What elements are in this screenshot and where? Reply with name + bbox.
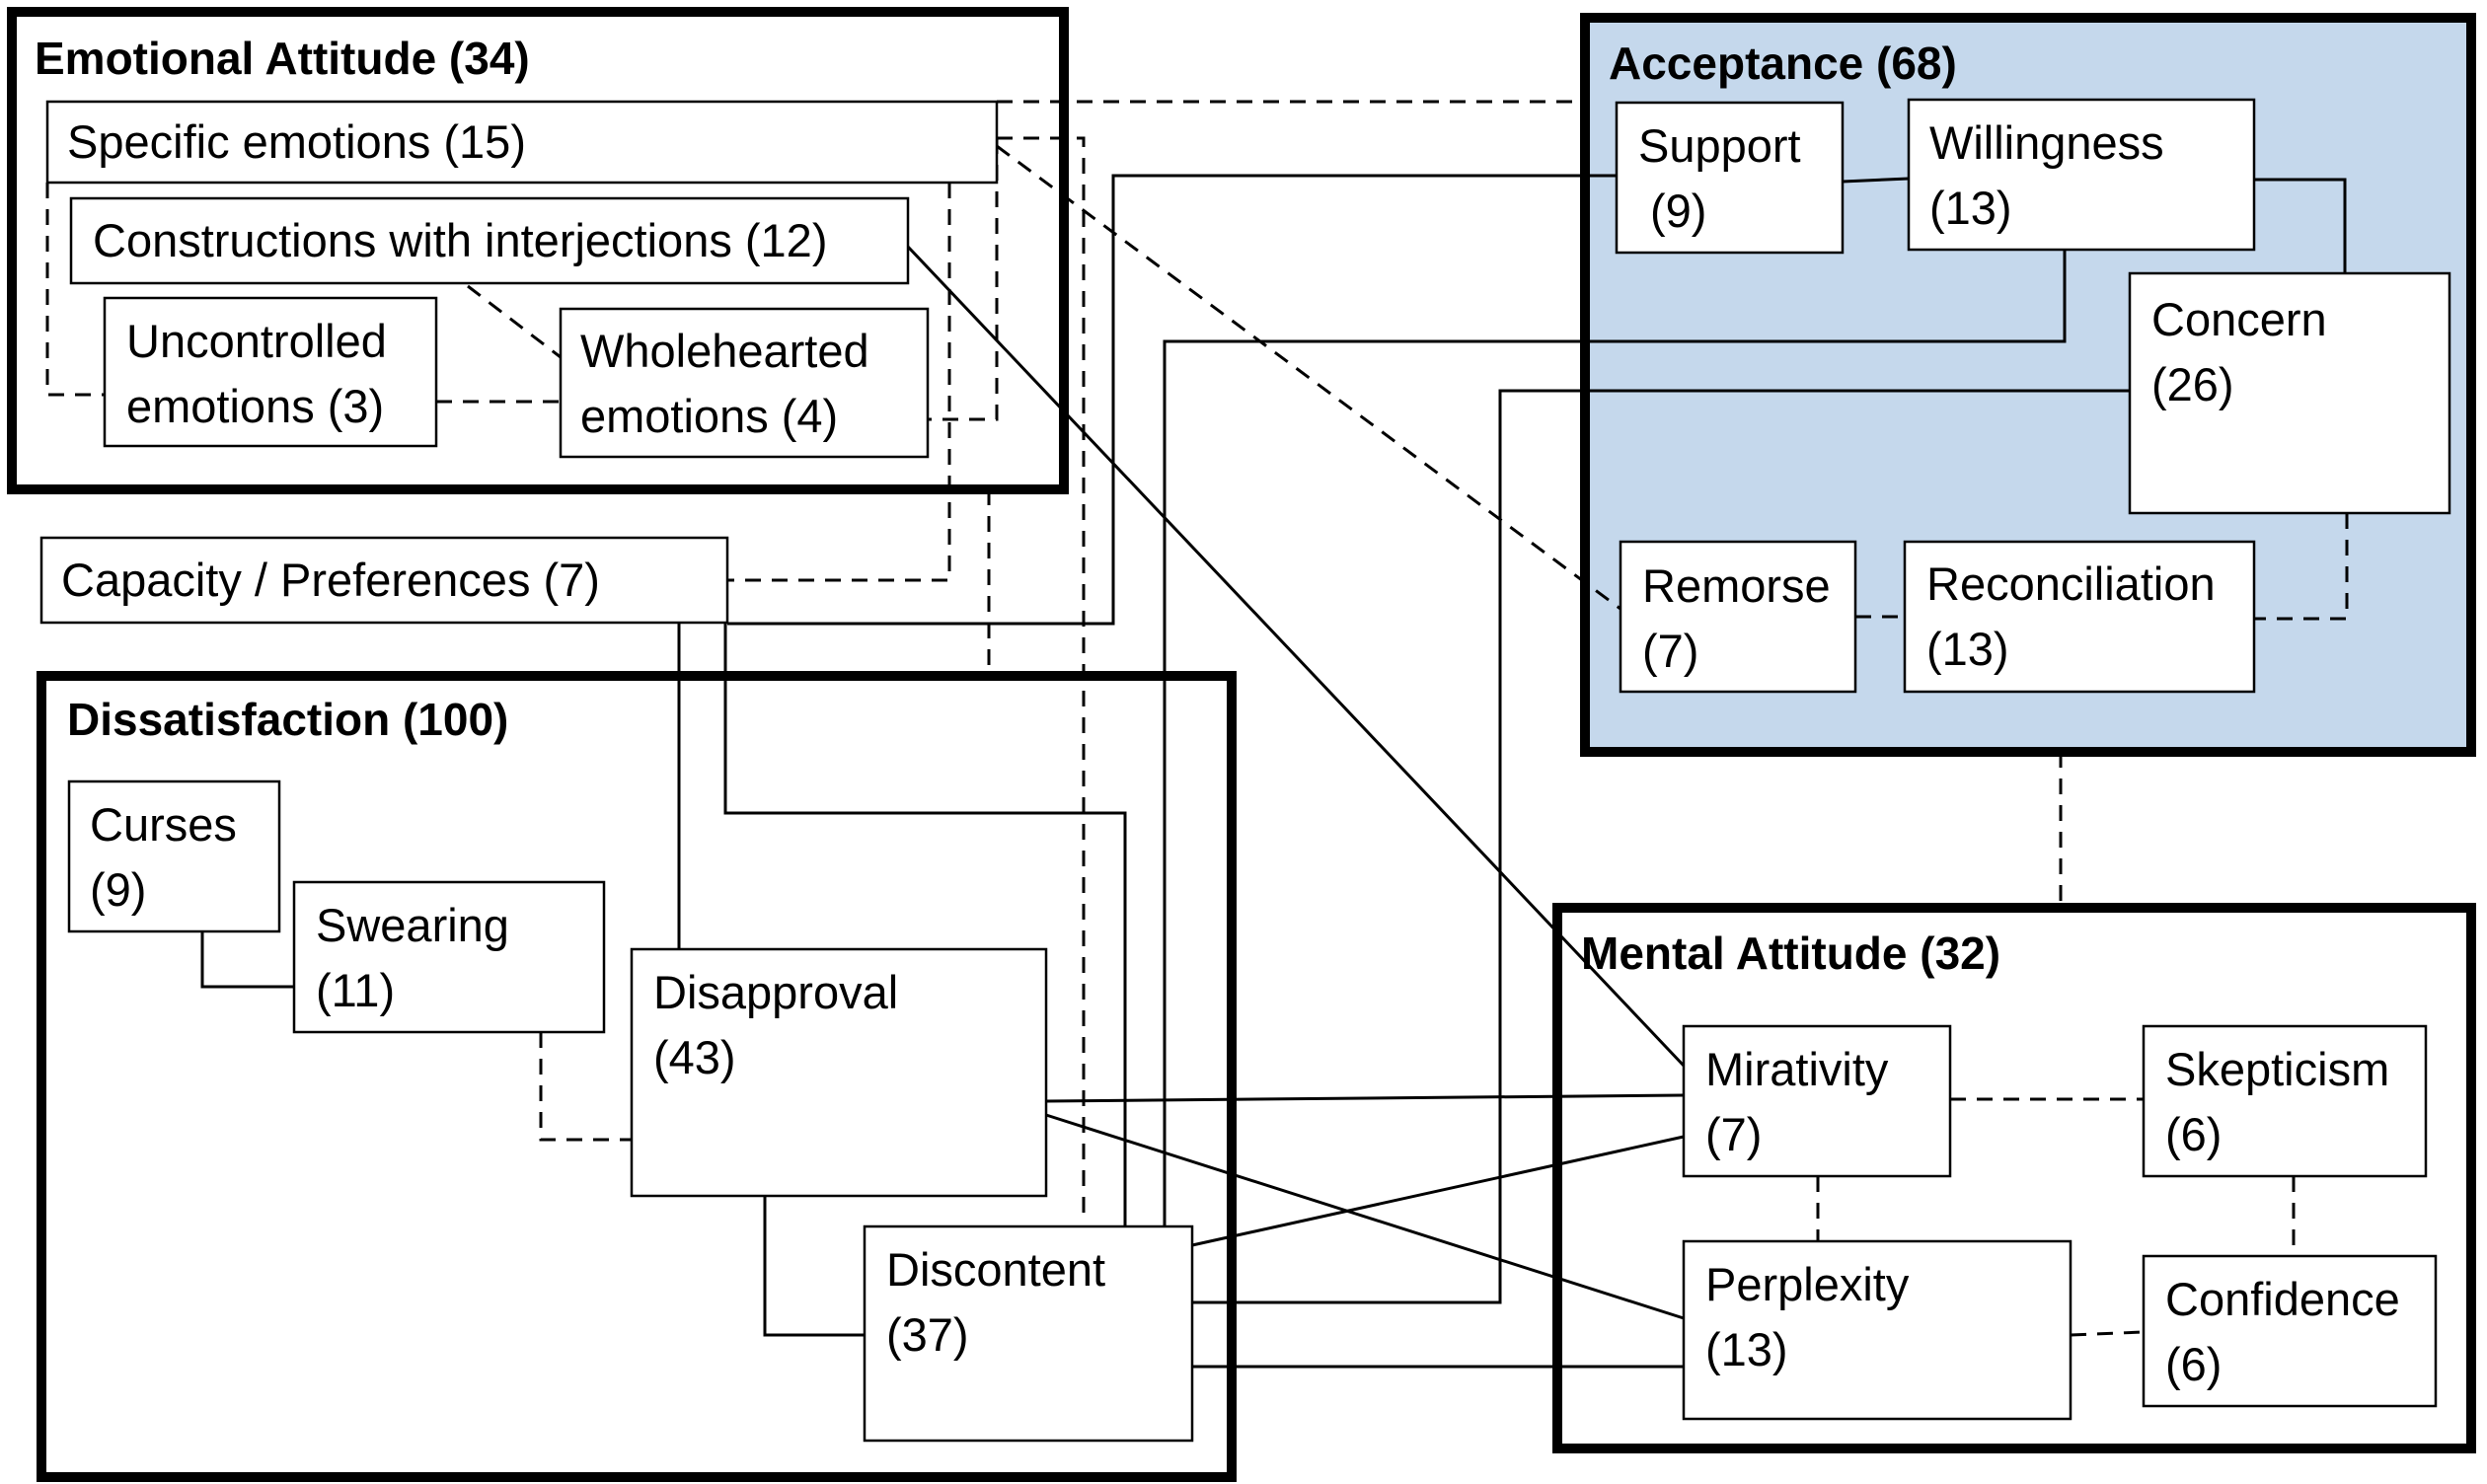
node-specific-emotions-box <box>45 100 999 185</box>
node-mirativity-line1: Mirativity <box>1705 1043 1889 1095</box>
node-constructions-box <box>69 196 910 285</box>
node-specific-emotions: Specific emotions (15) <box>45 100 999 185</box>
edge-willingness-concern <box>2254 178 2347 273</box>
node-willingness-line2: (13) <box>1929 182 2012 234</box>
group-acceptance-title: Acceptance (68) <box>1609 37 1957 89</box>
node-swearing-line1: Swearing <box>316 899 509 951</box>
node-uncontrolled-box <box>103 296 438 448</box>
node-constructions-with-interjections: Constructions with interjections (12) <box>69 196 910 285</box>
node-capacity-box <box>39 536 729 625</box>
edge-specific-emotions-capacity <box>727 183 951 582</box>
group-mental-attitude-title: Mental Attitude (32) <box>1581 928 2000 979</box>
node-concern-line1: Concern <box>2151 293 2327 345</box>
node-remorse-line2: (7) <box>1642 625 1698 677</box>
node-disapproval-line2: (43) <box>653 1031 736 1083</box>
node-willingness-line1: Willingness <box>1929 116 2164 169</box>
group-dissatisfaction-title: Dissatisfaction (100) <box>67 694 508 745</box>
node-mirativity: Mirativity (7) <box>1682 1024 1952 1178</box>
node-perplexity-line2: (13) <box>1705 1323 1788 1375</box>
edge-specific-emotions-uncontrolled <box>45 183 105 397</box>
node-skepticism-box <box>2142 1024 2428 1178</box>
node-willingness: Willingness (13) <box>1907 98 2256 252</box>
node-remorse: Remorse (7) <box>1619 540 1857 694</box>
node-discontent-line2: (37) <box>886 1308 969 1361</box>
node-confidence-line2: (6) <box>2165 1338 2222 1390</box>
node-mirativity-box <box>1682 1024 1952 1178</box>
edge-willingness-discontent <box>1163 245 2067 1226</box>
node-swearing-box <box>292 880 606 1034</box>
node-skepticism-line1: Skepticism <box>2165 1043 2389 1095</box>
group-emotional-attitude-title: Emotional Attitude (34) <box>35 33 530 84</box>
node-reconciliation: Reconciliation (13) <box>1903 540 2256 694</box>
node-curses-line1: Curses <box>90 798 237 851</box>
node-capacity-preferences: Capacity / Preferences (7) <box>39 536 729 625</box>
node-wholehearted-line2: emotions (4) <box>580 390 838 442</box>
edge-capacity-discontent <box>723 624 1127 1226</box>
node-discontent-box <box>863 1224 1194 1443</box>
node-mirativity-line2: (7) <box>1705 1108 1762 1160</box>
node-discontent-line1: Discontent <box>886 1243 1105 1296</box>
node-uncontrolled-line2: emotions (3) <box>126 380 384 432</box>
node-willingness-box <box>1907 98 2256 252</box>
node-remorse-line1: Remorse <box>1642 559 1831 612</box>
edge-constructions-wholehearted <box>467 284 562 359</box>
edge-swearing-disapproval <box>539 1032 632 1142</box>
node-swearing: Swearing (11) <box>292 880 606 1034</box>
node-skepticism-line2: (6) <box>2165 1108 2222 1160</box>
node-swearing-line2: (11) <box>316 964 395 1016</box>
node-concern: Concern (26) <box>2128 271 2451 515</box>
node-concern-box <box>2128 271 2451 515</box>
node-skepticism: Skepticism (6) <box>2142 1024 2428 1178</box>
node-confidence-line1: Confidence <box>2165 1273 2400 1325</box>
node-support-box <box>1615 101 1845 255</box>
edge-disapproval-discontent <box>763 1196 865 1337</box>
node-discontent: Discontent (37) <box>863 1224 1194 1443</box>
node-perplexity-box <box>1682 1239 2072 1421</box>
edge-support-willingness <box>1842 177 1910 184</box>
node-reconciliation-line1: Reconciliation <box>1926 557 2216 610</box>
node-wholehearted-emotions: Wholehearted emotions (4) <box>559 307 930 459</box>
node-perplexity: Perplexity (13) <box>1682 1239 2072 1421</box>
node-disapproval-box <box>630 947 1048 1198</box>
node-confidence-box <box>2142 1254 2438 1408</box>
edge-discontent-mirativity <box>1191 1135 1685 1247</box>
edge-concern-discontent <box>1192 389 2130 1304</box>
edge-disapproval-perplexity <box>1045 1113 1685 1320</box>
node-curses-line2: (9) <box>90 863 146 916</box>
node-uncontrolled-line1: Uncontrolled <box>126 315 387 367</box>
node-support-line1: Support <box>1638 119 1801 172</box>
edge-constructions-mirativity <box>906 245 1686 1068</box>
edge-specific-emotions-discontent <box>997 136 1086 1224</box>
edge-concern-reconciliation <box>2254 513 2349 621</box>
node-reconciliation-line2: (13) <box>1926 623 2009 675</box>
node-wholehearted-line1: Wholehearted <box>580 325 869 377</box>
edge-perplexity-confidence <box>2070 1330 2145 1337</box>
node-disapproval: Disapproval (43) <box>630 947 1048 1198</box>
node-support: Support (9) <box>1615 101 1845 255</box>
node-constructions-label: Constructions with interjections (12) <box>93 214 827 266</box>
node-uncontrolled-emotions: Uncontrolled emotions (3) <box>103 296 438 448</box>
node-capacity-label: Capacity / Preferences (7) <box>61 554 600 606</box>
node-confidence: Confidence (6) <box>2142 1254 2438 1408</box>
node-reconciliation-box <box>1903 540 2256 694</box>
connectors <box>45 100 2349 1369</box>
edge-disapproval-mirativity <box>1045 1093 1685 1103</box>
node-remorse-box <box>1619 540 1857 694</box>
node-specific-emotions-label: Specific emotions (15) <box>67 115 526 168</box>
node-curses-box <box>67 779 281 933</box>
node-perplexity-line1: Perplexity <box>1705 1258 1910 1310</box>
node-disapproval-line1: Disapproval <box>653 966 898 1018</box>
node-concern-line2: (26) <box>2151 358 2234 410</box>
node-support-line2: (9) <box>1650 185 1706 237</box>
edge-specific-emotions-wholehearted <box>928 138 999 421</box>
node-curses: Curses (9) <box>67 779 281 933</box>
node-wholehearted-box <box>559 307 930 459</box>
edge-specific-emotions-remorse <box>996 144 1621 611</box>
edge-capacity-support <box>727 174 1617 626</box>
edge-curses-swearing <box>200 931 294 989</box>
